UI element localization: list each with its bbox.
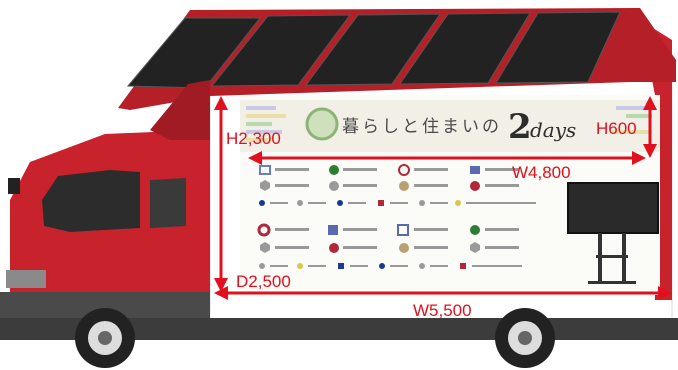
rear-wheel: [495, 308, 555, 368]
exhibit-grid: [257, 164, 536, 269]
front-wheel: [75, 308, 135, 368]
cab-window: [42, 170, 140, 232]
dimension-banner-height: H600: [596, 119, 637, 138]
display-monitor: [567, 182, 659, 284]
solar-panel: [210, 14, 352, 87]
solar-panel: [495, 11, 621, 84]
banner-suffix: days: [530, 118, 576, 142]
air-deflector: [150, 80, 210, 140]
dimension-container-width: W5,500: [413, 301, 472, 320]
banner-number: 2: [508, 107, 532, 147]
dimension-banner-width: W4,800: [512, 163, 571, 182]
solar-panel: [126, 17, 262, 89]
wreath-emblem-icon: [305, 107, 339, 141]
roof: [118, 8, 676, 110]
headlight: [6, 270, 46, 288]
solar-panel: [304, 13, 441, 86]
side-mirror: [8, 178, 20, 194]
dimension-container-height: H2,300: [226, 129, 281, 148]
banner-title: 暮らしと住まいの: [342, 117, 502, 137]
solar-panel: [399, 12, 531, 85]
side-window: [150, 178, 186, 228]
dimension-lines: [214, 96, 672, 300]
banner: 暮らしと住まいの 2 days: [240, 100, 660, 152]
dimension-container-depth: D2,500: [236, 272, 291, 291]
